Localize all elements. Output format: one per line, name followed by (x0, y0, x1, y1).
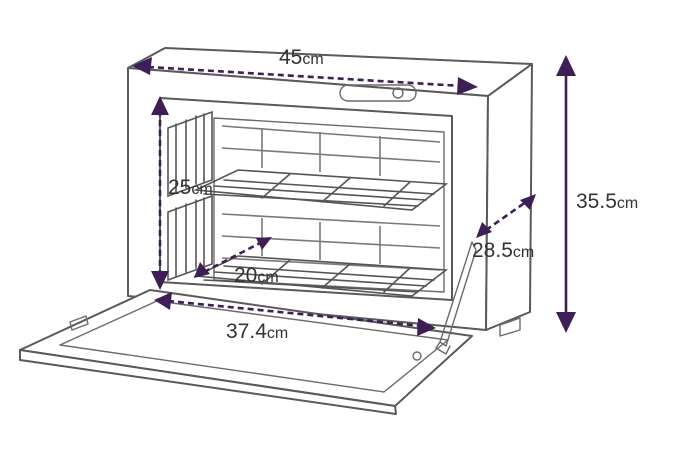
width-inner-label: 37.4cm (226, 320, 288, 343)
arrowhead (556, 55, 576, 76)
left-rails (167, 110, 213, 282)
arrowhead (194, 262, 210, 278)
cabinet-side (485, 63, 533, 331)
arrowhead (556, 312, 576, 333)
height-inner-label: 25cm (168, 176, 213, 199)
arrowhead (457, 77, 478, 95)
width-top-label: 45cm (279, 46, 324, 69)
cabinet-foot (499, 317, 521, 337)
dimension-labels: 45cm 35.5cm 28.5cm 25cm 20cm 37.4cm (168, 46, 638, 343)
arrowhead (476, 222, 492, 238)
arrowhead (132, 57, 152, 75)
dimension-lines (132, 55, 576, 336)
height-outer-label: 35.5cm (576, 190, 638, 213)
width-top-line (147, 65, 463, 88)
cabinet-door (19, 241, 477, 415)
arrowhead (151, 96, 169, 115)
door-right-hinge (412, 351, 422, 361)
control-panel (339, 84, 417, 102)
door-support-arm (439, 241, 477, 347)
width-inner-line (167, 299, 423, 328)
upper-shelf (193, 169, 449, 211)
control-knob (392, 87, 404, 99)
arrowhead (256, 237, 272, 250)
door-left-hinge (69, 315, 89, 331)
interior-back-wall (213, 117, 445, 293)
depth-inner-line (203, 241, 261, 274)
arrowhead (151, 271, 169, 290)
depth-inner-label: 20cm (234, 264, 279, 287)
arrowhead (520, 194, 536, 210)
depth-side-label: 28.5cm (472, 239, 534, 262)
depth-side-line (485, 200, 527, 232)
arrowhead (154, 292, 172, 310)
door-edge (19, 349, 397, 415)
arrowhead (417, 318, 436, 336)
